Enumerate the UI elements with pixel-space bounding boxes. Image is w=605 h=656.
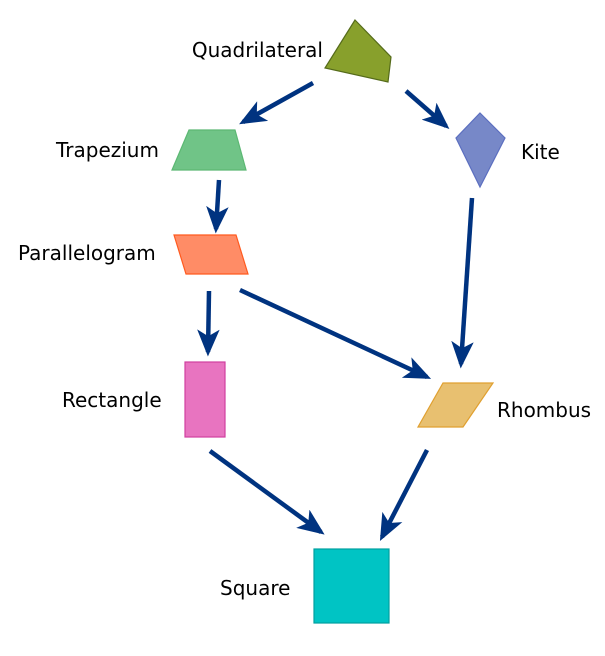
- square-label: Square: [220, 576, 290, 600]
- arrow-trapezium-to-parallelogram: [206, 179, 229, 234]
- arrow-rhombus-to-square: [379, 448, 429, 541]
- arrow-rectangle-to-square: [208, 449, 325, 535]
- arrow-kite-to-rhombus: [451, 197, 475, 369]
- arrow-quadrilateral-to-trapezium: [239, 81, 315, 125]
- trapezium-label: Trapezium: [55, 138, 159, 162]
- rhombus-shape: [416, 382, 495, 428]
- kite-label: Kite: [521, 140, 560, 164]
- quadrilateral-label: Quadrilateral: [192, 38, 323, 62]
- parallelogram-shape: [173, 234, 249, 275]
- trapezium-shape: [171, 129, 247, 171]
- parallelogram-label: Parallelogram: [18, 241, 156, 265]
- rectangle-shape: [184, 361, 226, 438]
- arrow-quadrilateral-to-kite: [404, 89, 450, 129]
- square-shape: [313, 548, 390, 624]
- quadrilateral-shape: [324, 19, 392, 83]
- rhombus-label: Rhombus: [497, 398, 591, 422]
- rectangle-label: Rectangle: [62, 388, 162, 412]
- kite-shape: [455, 112, 506, 189]
- arrow-parallelogram-to-rhombus: [239, 287, 432, 380]
- arrow-parallelogram-to-rectangle: [197, 290, 220, 357]
